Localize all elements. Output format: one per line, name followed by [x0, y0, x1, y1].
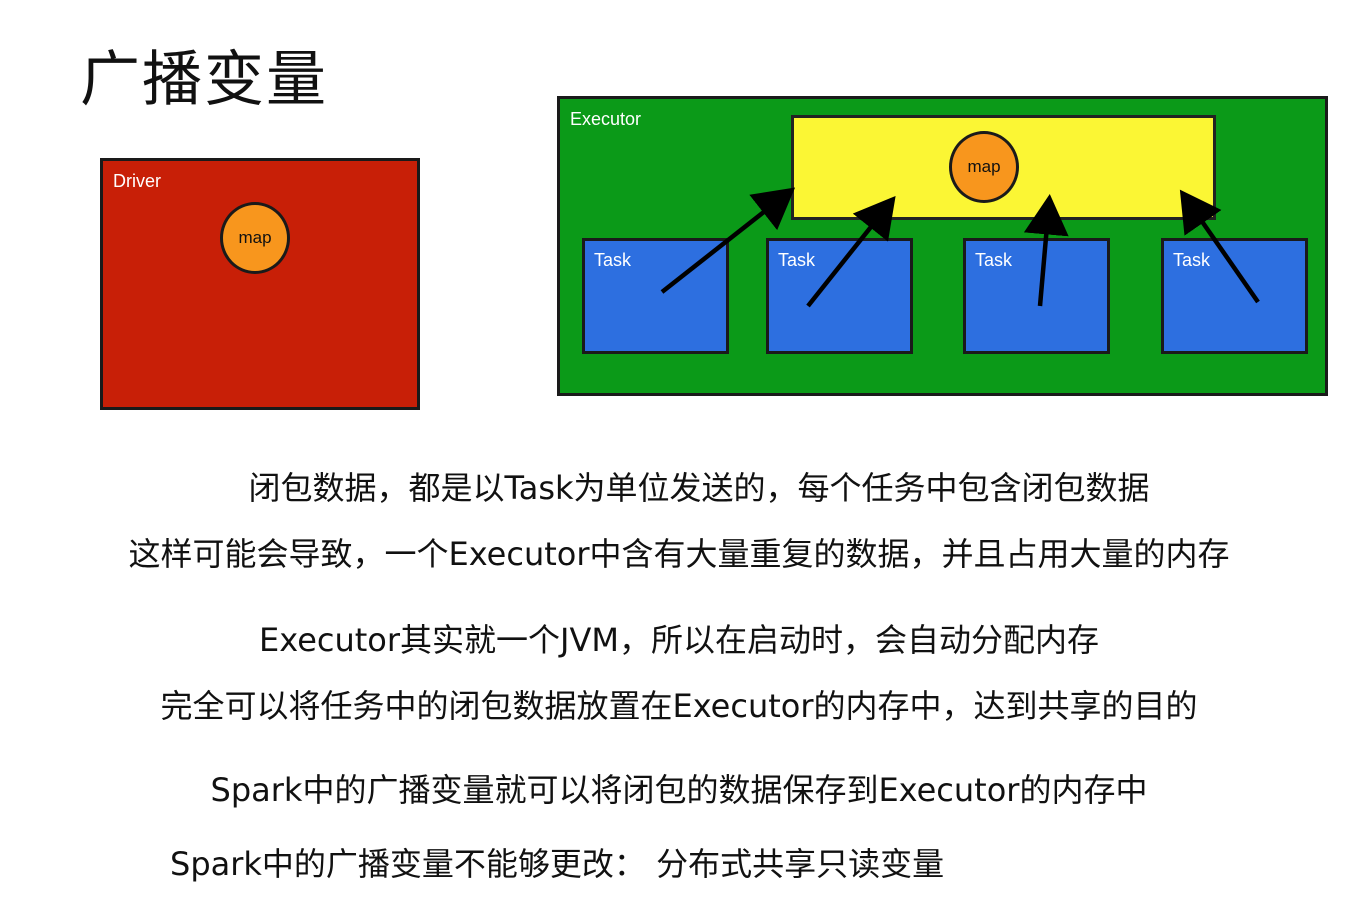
- arrow: [1179, 189, 1260, 304]
- page-title: 广播变量: [80, 45, 328, 115]
- arrow: [660, 187, 796, 294]
- task-label: Task: [975, 250, 1013, 270]
- task-label: Task: [594, 250, 632, 270]
- note-line: 这样可能会导致，一个Executor中含有大量重复的数据，并且占用大量的内存: [128, 535, 1230, 573]
- driver-box: Driver map: [100, 158, 420, 410]
- task-box: Task: [766, 238, 913, 354]
- task-label: Task: [1173, 250, 1211, 270]
- note-line: 完全可以将任务中的闭包数据放置在Executor的内存中，达到共享的目的: [160, 687, 1198, 725]
- note-line: Spark中的广播变量不能够更改： 分布式共享只读变量: [170, 845, 945, 883]
- task-box: Task: [963, 238, 1110, 354]
- note-line: Executor其实就一个JVM，所以在启动时，会自动分配内存: [259, 621, 1099, 659]
- arrow: [1023, 194, 1069, 307]
- task-label: Task: [778, 250, 816, 270]
- note-line: Spark中的广播变量就可以将闭包的数据保存到Executor的内存中: [210, 771, 1148, 809]
- executor-label: Executor: [570, 109, 642, 129]
- driver-map-node: map: [220, 202, 290, 274]
- note-line: 闭包数据，都是以Task为单位发送的，每个任务中包含闭包数据: [248, 469, 1150, 507]
- task-box: Task: [1161, 238, 1308, 354]
- driver-label: Driver: [113, 171, 161, 191]
- arrow: [806, 195, 896, 308]
- executor-map-node: map: [949, 131, 1019, 203]
